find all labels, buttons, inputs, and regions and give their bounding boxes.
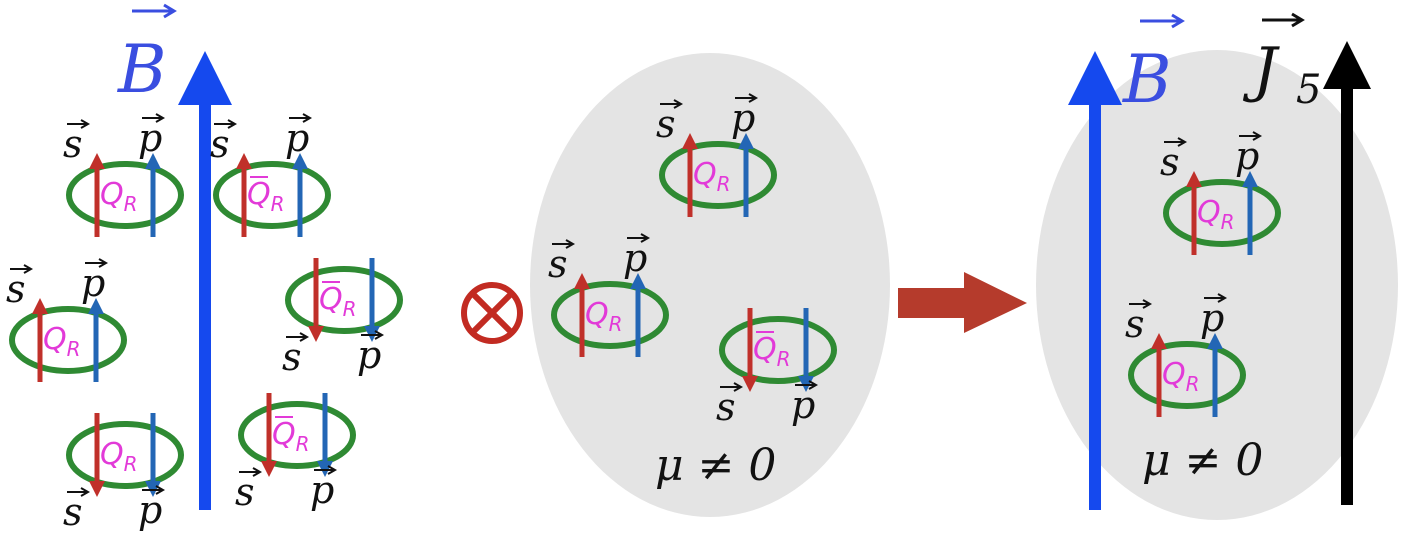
quark-ring xyxy=(9,306,127,374)
field-label-left: B xyxy=(117,3,177,108)
quark-label: QR xyxy=(100,437,138,476)
quark-ring xyxy=(66,421,184,489)
quark-label: QR xyxy=(43,322,81,361)
spin-label: s xyxy=(548,242,568,286)
spin-label: s xyxy=(1125,302,1145,346)
quark-label: QR xyxy=(319,282,357,321)
field-label-right: B xyxy=(1122,13,1185,118)
spin-label: s xyxy=(235,470,255,514)
svg-text:5: 5 xyxy=(1296,67,1321,113)
momentum-label: p xyxy=(357,333,381,377)
spin-label: s xyxy=(1160,140,1180,184)
quark-ring xyxy=(659,141,777,209)
chemical-potential-label-right: μ ≠ 0 xyxy=(1142,435,1263,486)
spin-label: s xyxy=(63,490,83,533)
left-particle-quark: QR s p xyxy=(63,113,184,237)
spin-label: s xyxy=(210,122,230,166)
spin-label: s xyxy=(656,102,676,146)
momentum-label: p xyxy=(1200,296,1224,340)
left-particle-antiquark: QR s p xyxy=(282,258,403,379)
quark-ring xyxy=(719,316,837,384)
spin-label: s xyxy=(282,335,302,379)
left-particle-quark: QR s p xyxy=(63,413,184,533)
momentum-label: p xyxy=(138,488,162,532)
momentum-label: p xyxy=(81,261,105,305)
quark-ring xyxy=(1128,341,1246,409)
spin-label: s xyxy=(63,122,83,166)
left-particle-antiquark: QR s p xyxy=(235,393,356,514)
spin-label: s xyxy=(6,267,26,311)
quark-ring xyxy=(1163,179,1281,247)
quark-label: QR xyxy=(272,417,310,456)
quark-label: QR xyxy=(100,177,138,216)
quark-ring xyxy=(66,161,184,229)
quark-ring xyxy=(551,281,669,349)
left-particle-quark: QR s p xyxy=(6,258,127,382)
tensor-product-symbol xyxy=(461,282,523,344)
momentum-label: p xyxy=(1235,134,1259,178)
plasma-region-middle xyxy=(530,53,890,517)
momentum-label: p xyxy=(310,468,334,512)
plasma-region-right xyxy=(1036,50,1398,520)
momentum-label: p xyxy=(285,116,309,160)
quark-ring xyxy=(213,161,331,229)
svg-text:B: B xyxy=(117,31,167,108)
process-arrow xyxy=(898,272,1027,333)
quark-ring xyxy=(238,401,356,469)
spin-label: s xyxy=(716,385,736,429)
chemical-potential-label-middle: μ ≠ 0 xyxy=(655,440,776,491)
momentum-label: p xyxy=(791,383,815,427)
quark-label: QR xyxy=(247,177,285,216)
svg-text:B: B xyxy=(1122,41,1172,118)
momentum-label: p xyxy=(623,236,647,280)
momentum-label: p xyxy=(731,96,755,140)
momentum-label: p xyxy=(138,116,162,160)
left-particle-antiquark: QR s p xyxy=(210,113,331,237)
quark-ring xyxy=(285,266,403,334)
